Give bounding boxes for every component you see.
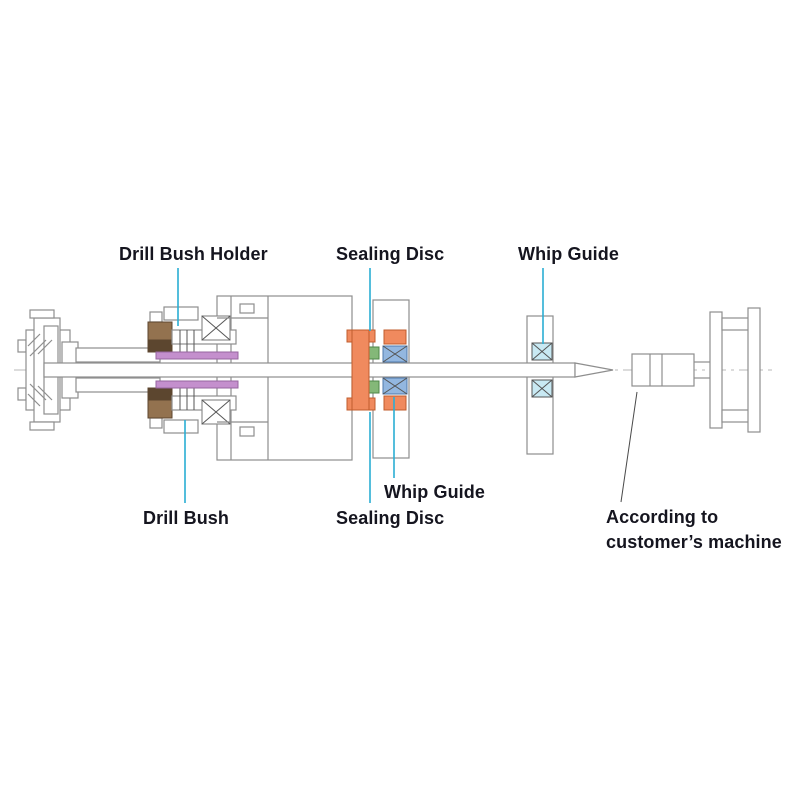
label-customer-machine: According to customer’s machine [606, 505, 782, 555]
label-drill-bush: Drill Bush [143, 508, 230, 528]
label-customer-machine-line2: customer’s machine [606, 532, 782, 552]
label-sealing-disc-bottom: Sealing Disc [336, 508, 445, 528]
drill-bush [155, 351, 239, 360]
feed-tube-wall [75, 347, 161, 363]
leader-customer-machine [620, 391, 638, 503]
label-whip-guide-top: Whip Guide [518, 244, 619, 264]
label-whip-guide-bottom: Whip Guide [384, 482, 485, 502]
label-drill-bush-holder: Drill Bush Holder [119, 244, 268, 264]
drill-bush-holder-insert [147, 339, 173, 353]
leader-lines [177, 268, 638, 503]
gear-housing [216, 295, 353, 461]
seal-spacer [383, 329, 407, 345]
sealing-disc-hub [351, 329, 370, 411]
upper-half-details [27, 303, 553, 363]
label-customer-machine-line1: According to [606, 507, 719, 527]
customer-machine-block [631, 307, 761, 433]
drill-tip [574, 362, 614, 378]
drill-pipe [43, 362, 614, 378]
drill-bush-holder-body [147, 321, 173, 341]
label-sealing-disc-top: Sealing Disc [336, 244, 445, 264]
